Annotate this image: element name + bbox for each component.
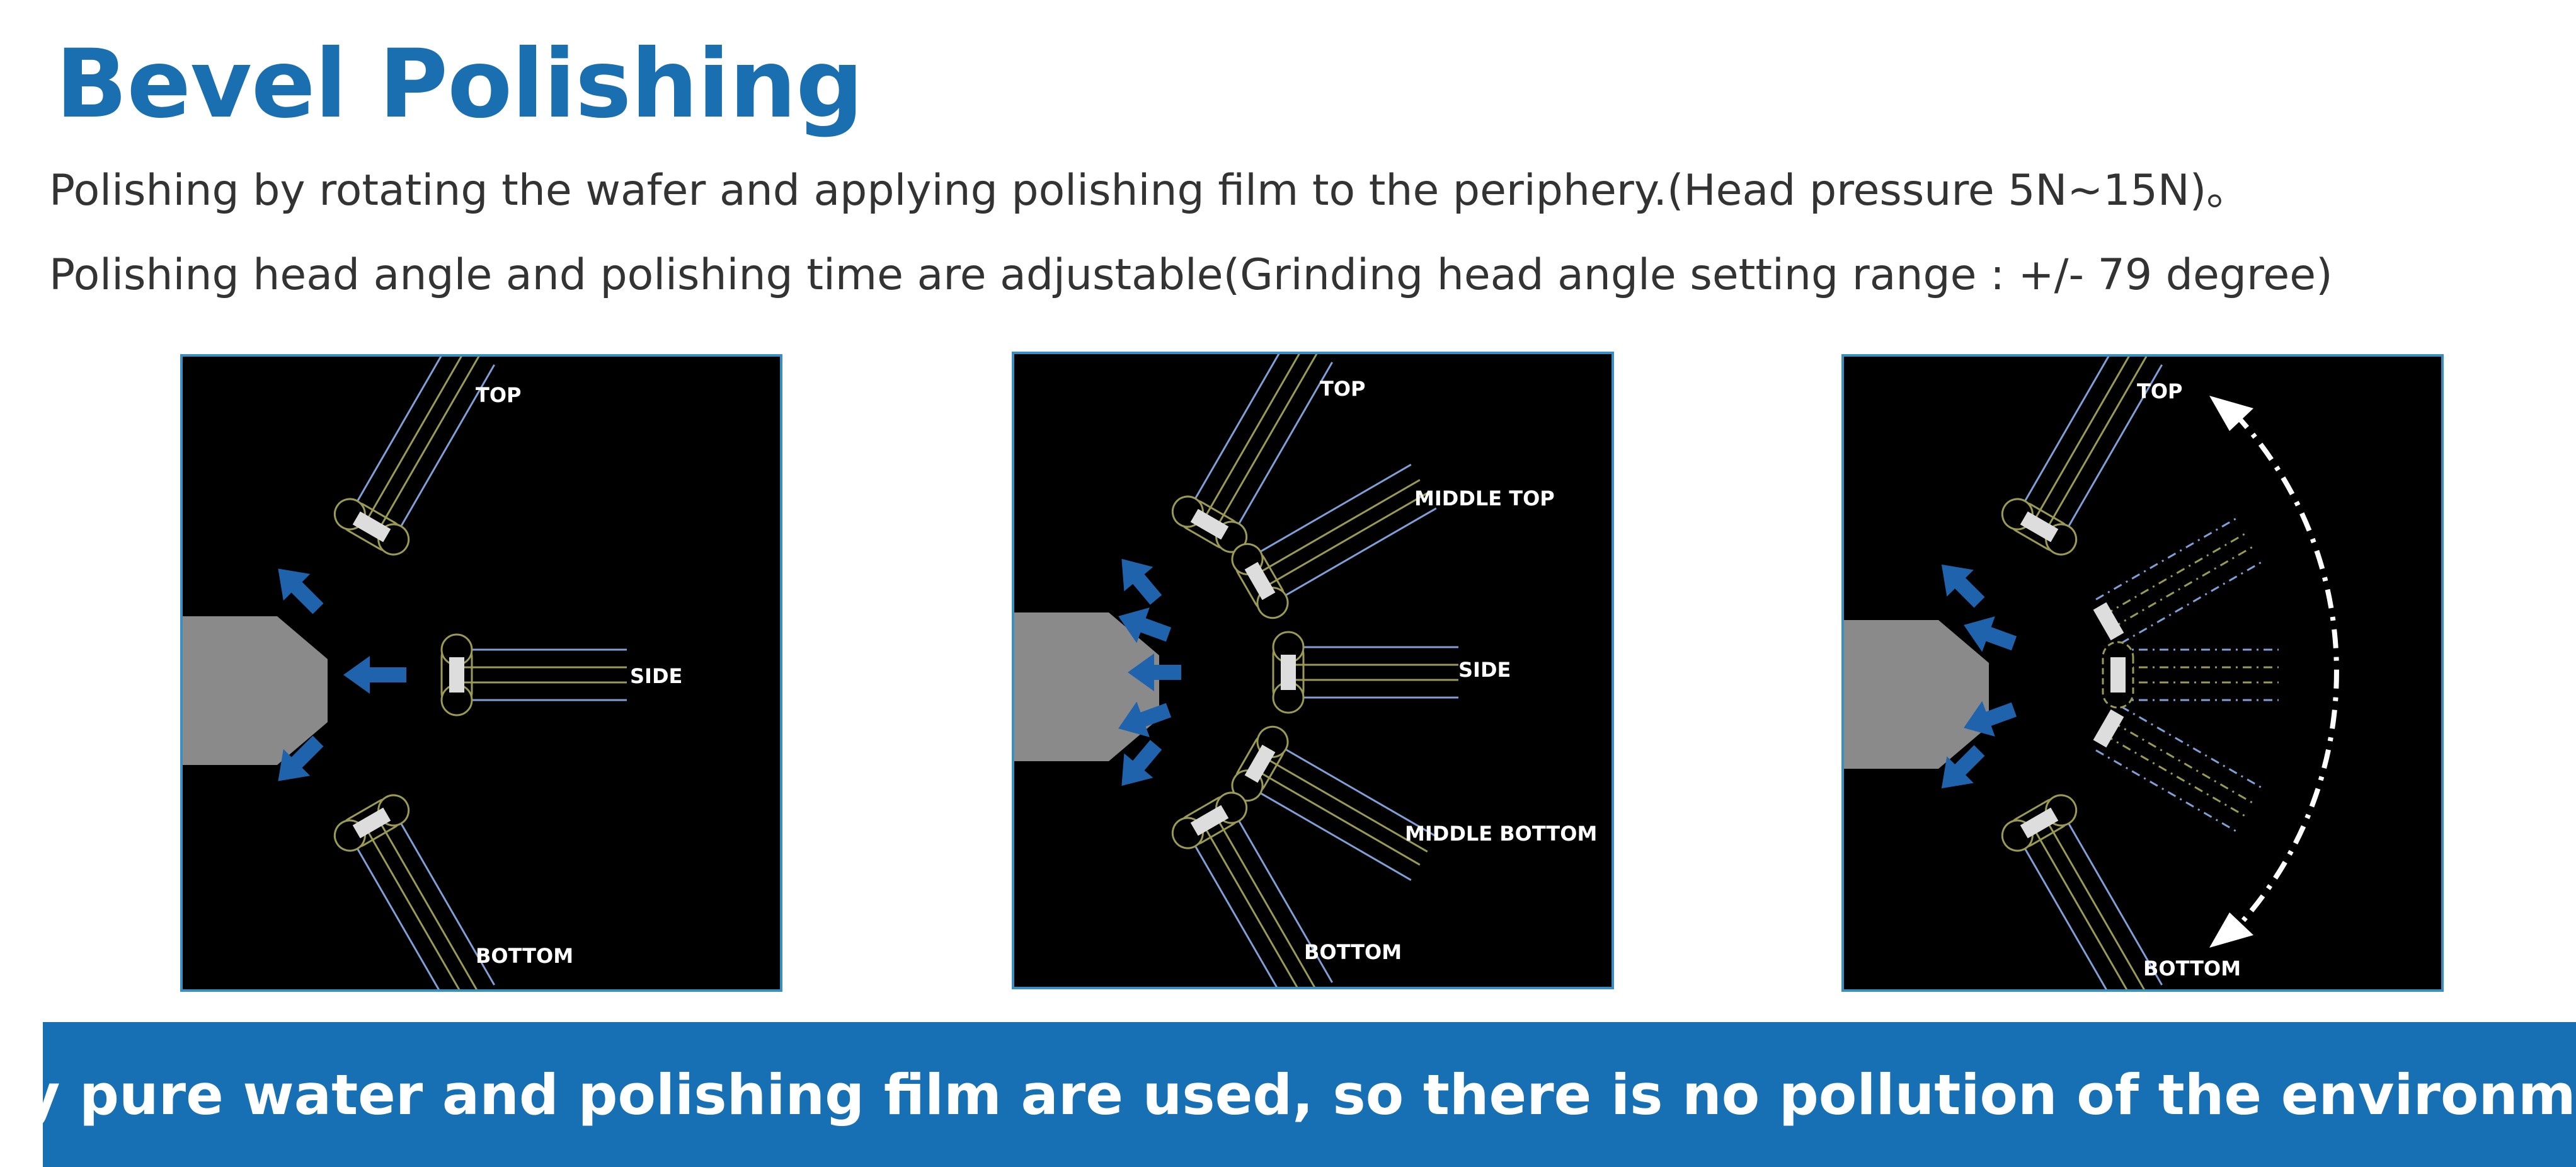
label-middle-bottom: MIDDLE BOTTOM — [1405, 822, 1597, 846]
polishing-head-sweep — [2095, 517, 2279, 833]
label-bottom: BOTTOM — [1304, 940, 1402, 964]
pressure-arrow-top — [1121, 558, 1162, 605]
polishing-head-side — [1272, 631, 1458, 714]
banner-text: Only pure water and polishing film are u… — [0, 1062, 2576, 1127]
description-line-1: Polishing by rotating the wafer and appl… — [49, 166, 2250, 216]
pressure-arrow-bottom — [1121, 740, 1162, 786]
environment-banner: Only pure water and polishing film are u… — [0, 1022, 2576, 1167]
polishing-head-bottom — [1171, 791, 1333, 987]
description-line-2: Polishing head angle and polishing time … — [49, 250, 2333, 300]
label-bottom: BOTTOM — [476, 944, 573, 968]
diagram-five-svg: TOP MIDDLE TOP SIDE MIDDLE BOTTOM BOTTOM — [1014, 354, 1597, 987]
label-bottom: BOTTOM — [2143, 957, 2241, 980]
polishing-head-top — [1171, 354, 1333, 553]
pressure-arrow-side — [1128, 653, 1181, 691]
polishing-head-top — [2001, 357, 2163, 556]
diagram-panel-basic: TOP SIDE BOTTOM — [180, 354, 782, 992]
label-middle-top: MIDDLE TOP — [1414, 486, 1555, 510]
pressure-arrow-bottom — [278, 735, 324, 781]
pressure-arrow-side — [343, 656, 406, 694]
pressure-arrow-middle-bottom — [1964, 701, 2017, 737]
polishing-head-bottom — [2001, 794, 2163, 989]
polishing-head-top — [333, 357, 495, 556]
polishing-head-bottom — [333, 794, 495, 989]
label-side: SIDE — [630, 664, 682, 688]
diagram-sweep-svg: TOP BOTTOM — [1844, 357, 2339, 989]
pressure-arrow-middle-top — [1118, 607, 1172, 643]
sweep-range-arrow — [2209, 396, 2339, 948]
diagram-panel-five-positions: TOP MIDDLE TOP SIDE MIDDLE BOTTOM BOTTOM — [1012, 352, 1614, 989]
diagram-panel-sweep: TOP BOTTOM — [1841, 354, 2444, 992]
label-top: TOP — [2137, 379, 2182, 403]
wafer-edge — [1844, 620, 1989, 769]
pressure-arrow-top — [1941, 564, 1985, 608]
page-title: Bevel Polishing — [55, 30, 864, 139]
pressure-arrow-bottom — [1941, 745, 1985, 789]
wafer-edge — [183, 616, 328, 765]
pressure-arrow-middle-bottom — [1118, 701, 1172, 737]
diagram-basic-svg: TOP SIDE BOTTOM — [183, 357, 682, 989]
polishing-head-middle-bottom — [1231, 725, 1437, 881]
pressure-arrow-middle-top — [1964, 616, 2017, 652]
label-side: SIDE — [1458, 658, 1511, 682]
pressure-arrow-top — [278, 568, 324, 614]
label-top: TOP — [1320, 377, 1365, 401]
polishing-head-middle-top — [1231, 464, 1437, 619]
polishing-head-side — [440, 633, 627, 716]
label-top: TOP — [476, 383, 521, 407]
